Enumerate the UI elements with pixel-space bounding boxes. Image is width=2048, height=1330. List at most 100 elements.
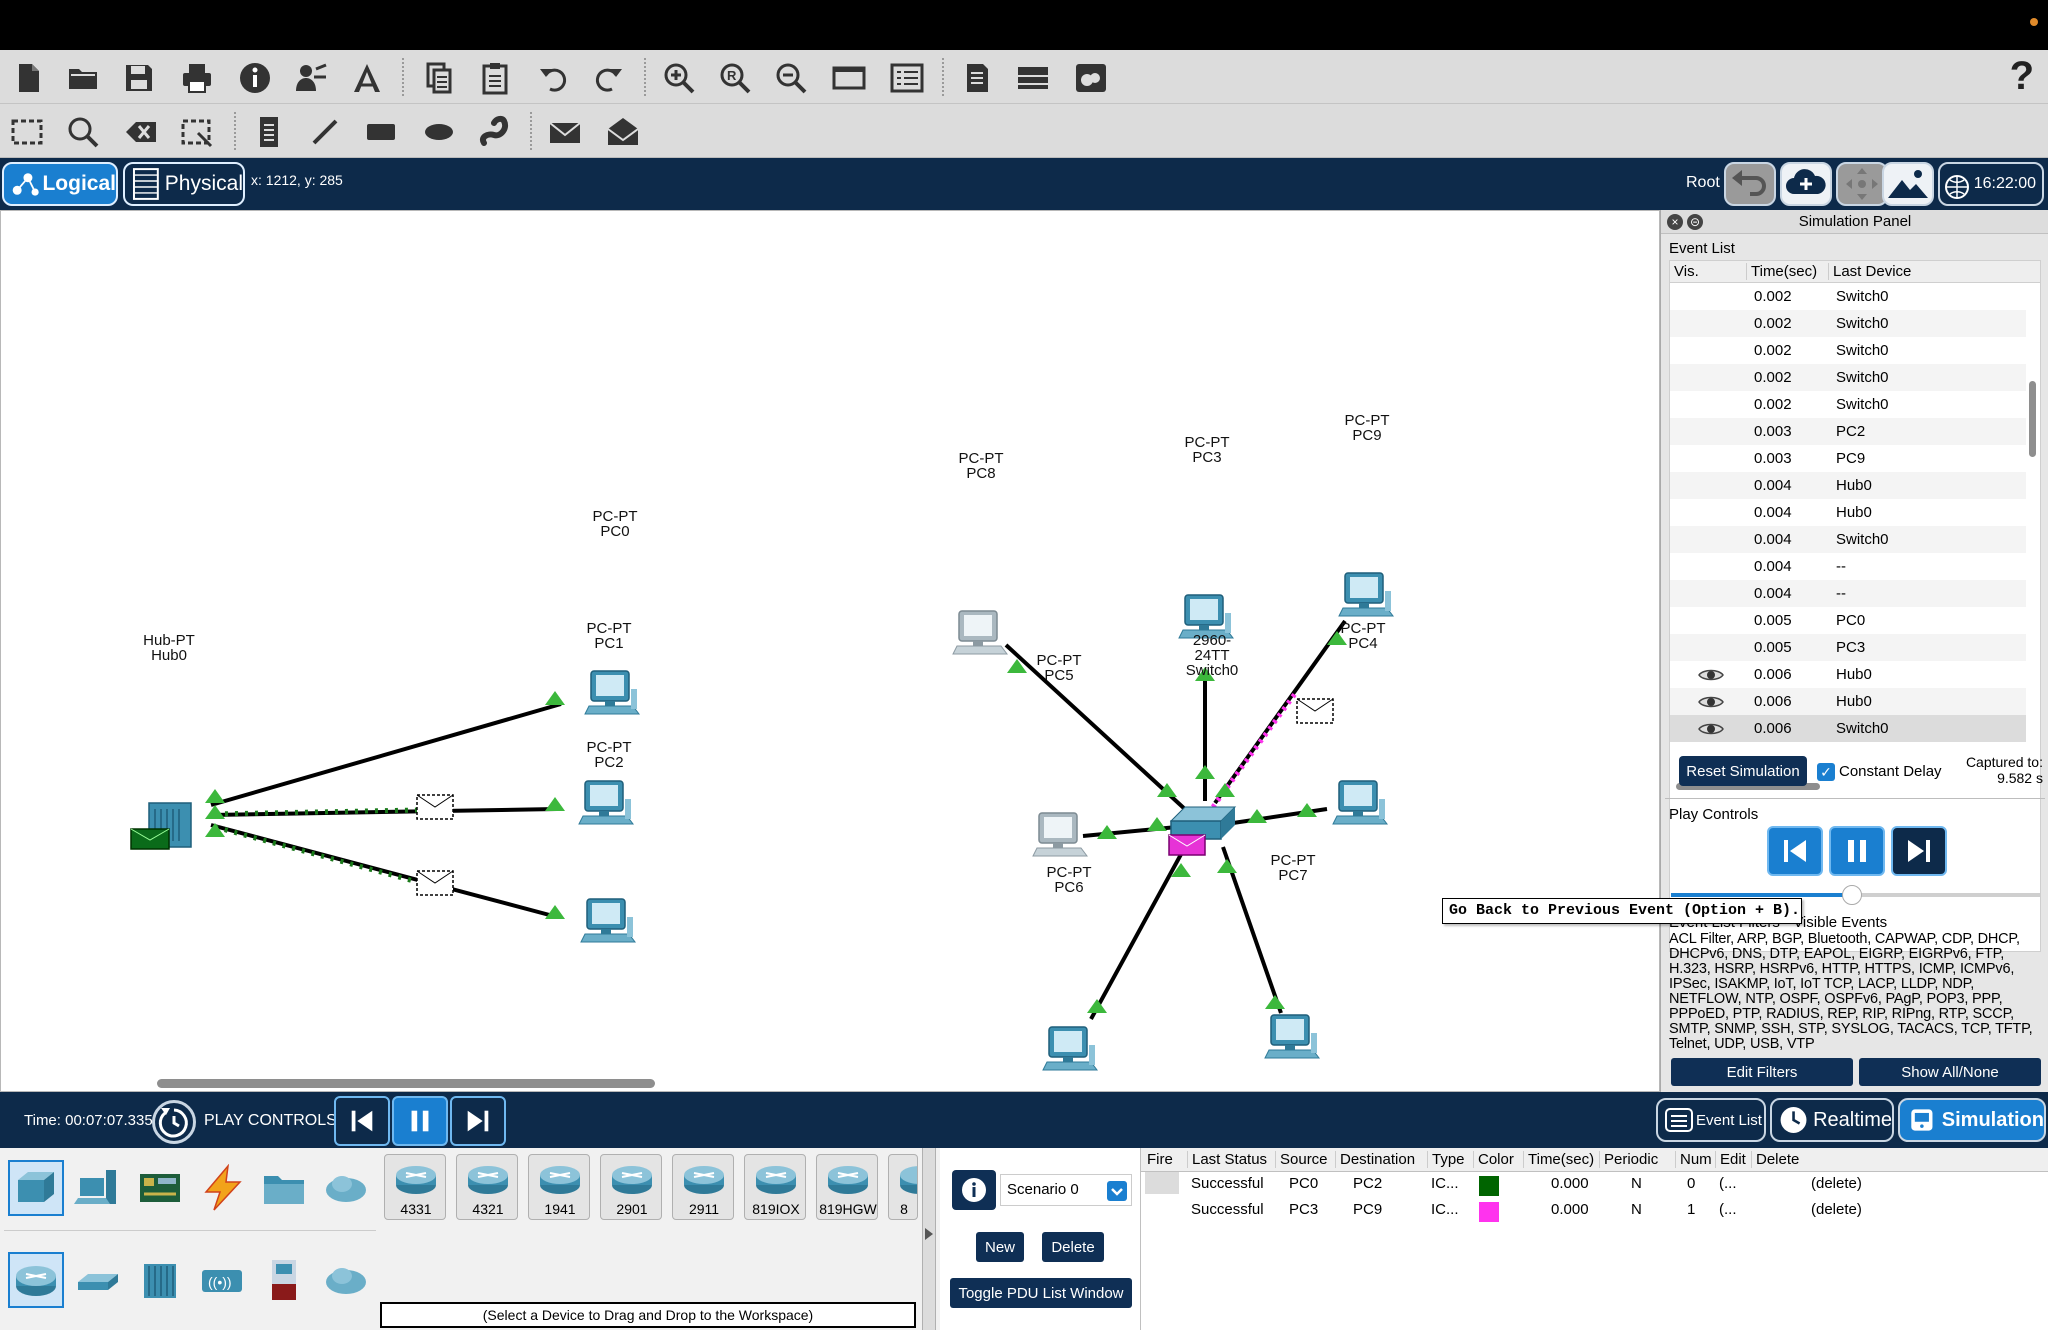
paste-icon[interactable]: [474, 58, 516, 98]
network-devices-category[interactable]: [8, 1160, 64, 1216]
ellipse-icon[interactable]: [418, 112, 460, 152]
switches-subcategory[interactable]: [70, 1252, 126, 1308]
fire-toggle[interactable]: [1145, 1172, 1179, 1194]
realtime-mode-button[interactable]: Realtime: [1770, 1098, 1894, 1142]
power-cycle-devices-button[interactable]: [152, 1100, 196, 1144]
physical-tab[interactable]: Physical: [123, 162, 245, 206]
pdu-edit[interactable]: (...: [1719, 1201, 1737, 1218]
drawing-palette-icon[interactable]: [828, 58, 870, 98]
new-file-icon[interactable]: [8, 58, 50, 98]
back-navigate-icon[interactable]: [1724, 162, 1776, 206]
constant-delay-checkbox[interactable]: ✓: [1817, 763, 1835, 781]
router-model-4331[interactable]: 4331: [384, 1154, 446, 1220]
zoom-in-icon[interactable]: [658, 58, 700, 98]
info-icon[interactable]: [234, 58, 276, 98]
col-time[interactable]: Time(sec): [1523, 1151, 1594, 1168]
event-row[interactable]: 0.004--: [1670, 553, 2026, 580]
multiuser-category[interactable]: [318, 1160, 374, 1216]
scenario-info-button[interactable]: [952, 1170, 996, 1210]
col-fire[interactable]: Fire: [1147, 1151, 1173, 1168]
freeform-icon[interactable]: [474, 112, 516, 152]
panel-splitter[interactable]: [922, 1148, 936, 1330]
components-category[interactable]: [132, 1160, 188, 1216]
col-time[interactable]: Time(sec): [1746, 263, 1817, 280]
pause-button[interactable]: [1829, 826, 1885, 876]
col-type[interactable]: Type: [1427, 1151, 1465, 1168]
connections-category[interactable]: [194, 1160, 250, 1216]
move-object-icon[interactable]: [1836, 162, 1888, 206]
scenario-select[interactable]: Scenario 0: [1000, 1174, 1132, 1206]
router-model-4321[interactable]: 4321: [456, 1154, 518, 1220]
rectangle-icon[interactable]: [360, 112, 402, 152]
col-delete[interactable]: Delete: [1751, 1151, 1799, 1168]
event-row[interactable]: 0.004--: [1670, 580, 2026, 607]
col-destination[interactable]: Destination: [1335, 1151, 1415, 1168]
view-icon[interactable]: [1012, 58, 1054, 98]
router-model-819hgw[interactable]: 819HGW: [816, 1154, 878, 1220]
event-list-horizontal-scrollbar[interactable]: [1676, 783, 1820, 790]
simulation-mode-button[interactable]: Simulation: [1898, 1098, 2046, 1142]
col-color[interactable]: Color: [1473, 1151, 1514, 1168]
router-model-partial[interactable]: 8: [888, 1154, 918, 1220]
eye-icon[interactable]: [1698, 694, 1724, 710]
save-icon[interactable]: [118, 58, 160, 98]
wan-emulation-subcategory[interactable]: [318, 1252, 374, 1308]
bottom-step-forward-button[interactable]: [450, 1096, 506, 1146]
col-vis[interactable]: Vis.: [1674, 263, 1699, 280]
print-icon[interactable]: [176, 58, 218, 98]
redo-icon[interactable]: [588, 58, 630, 98]
router-model-2911[interactable]: 2911: [672, 1154, 734, 1220]
end-devices-category[interactable]: [70, 1160, 126, 1216]
select-icon[interactable]: [6, 112, 48, 152]
routers-subcategory[interactable]: [8, 1252, 64, 1308]
logical-tab[interactable]: Logical: [2, 162, 118, 206]
inspect-icon[interactable]: [62, 112, 104, 152]
zoom-reset-icon[interactable]: R: [714, 58, 756, 98]
new-scenario-button[interactable]: New: [976, 1232, 1024, 1262]
copy-icon[interactable]: [418, 58, 460, 98]
eye-icon[interactable]: [1698, 721, 1724, 737]
workspace-horizontal-scrollbar[interactable]: [157, 1079, 655, 1088]
col-source[interactable]: Source: [1275, 1151, 1328, 1168]
cloud-icon[interactable]: [1070, 58, 1112, 98]
toggle-pdu-list-button[interactable]: Toggle PDU List Window: [950, 1278, 1132, 1308]
delete-scenario-button[interactable]: Delete: [1042, 1232, 1104, 1262]
zoom-out-icon[interactable]: [770, 58, 812, 98]
resize-icon[interactable]: [176, 112, 218, 152]
pdu-list-table[interactable]: Fire Last Status Source Destination Type…: [1140, 1148, 2048, 1330]
security-subcategory[interactable]: [256, 1252, 312, 1308]
playback-speed-slider[interactable]: [1671, 885, 2041, 905]
event-list-toggle-button[interactable]: Event List: [1656, 1098, 1766, 1142]
viewport-clock[interactable]: 16:22:00: [1938, 162, 2044, 206]
pdu-delete[interactable]: (delete): [1811, 1175, 1862, 1192]
hubs-subcategory[interactable]: [132, 1252, 188, 1308]
col-num[interactable]: Num: [1675, 1151, 1712, 1168]
fire-toggle[interactable]: [1145, 1198, 1179, 1220]
delete-icon[interactable]: [120, 112, 162, 152]
add-complex-pdu-icon[interactable]: [602, 112, 644, 152]
custom-device-icon[interactable]: [346, 58, 388, 98]
bottom-pause-button[interactable]: [392, 1096, 448, 1146]
undock-panel-icon[interactable]: ⊝: [1687, 214, 1703, 230]
bottom-step-back-button[interactable]: [334, 1096, 390, 1146]
activity-wizard-icon[interactable]: [290, 58, 332, 98]
custom-device-dialog-icon[interactable]: [886, 58, 928, 98]
col-last-device[interactable]: Last Device: [1828, 263, 1911, 280]
help-icon[interactable]: ?: [2009, 54, 2034, 98]
chevron-down-icon[interactable]: [1107, 1181, 1127, 1201]
eye-icon[interactable]: [1698, 667, 1724, 683]
